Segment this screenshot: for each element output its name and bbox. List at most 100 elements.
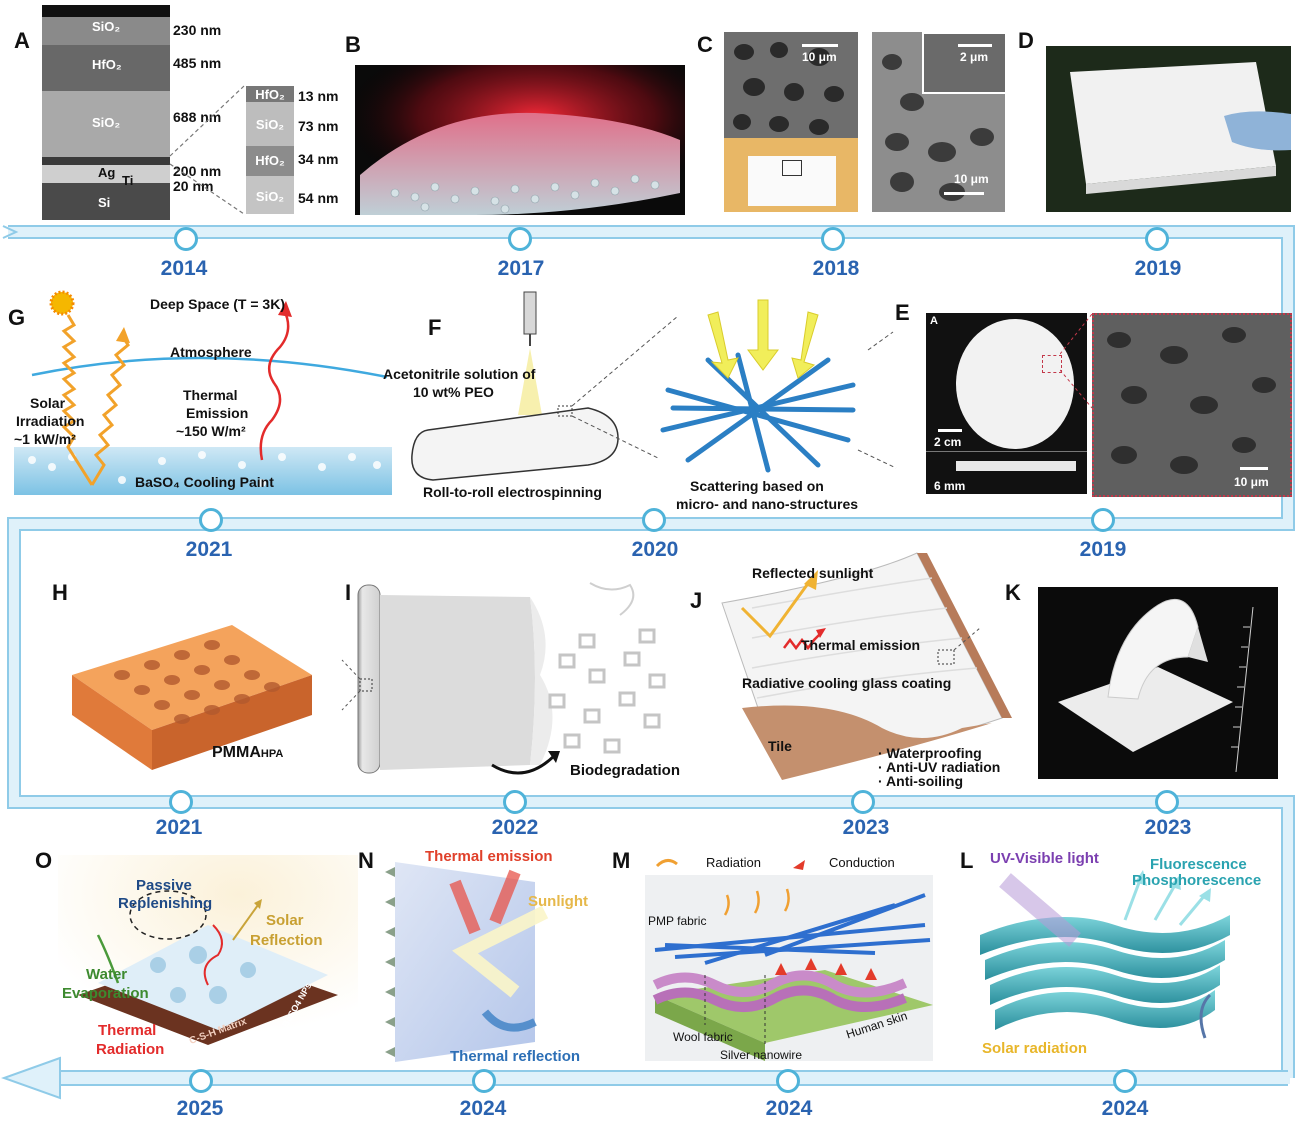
year-label: 2022 xyxy=(491,816,539,839)
scale-bar-label: 2 μm xyxy=(960,50,989,64)
scale-bar-label: 10 μm xyxy=(954,172,989,186)
timeline-node xyxy=(1091,508,1115,532)
deep-space-label: Deep Space (T = 3K) xyxy=(150,296,285,312)
panel-a-inset: HfO₂ SiO₂ HfO₂ SiO₂ xyxy=(246,86,294,214)
timeline-node xyxy=(174,227,198,251)
year-label: 2023 xyxy=(1144,816,1192,839)
scattering-label: micro- and nano-structures xyxy=(676,496,859,512)
year-label: 2024 xyxy=(459,1097,507,1120)
thermal-label: Thermal xyxy=(183,387,238,403)
panel-o-diagram xyxy=(58,855,358,1053)
water-evaporation-label: Evaporation xyxy=(62,985,149,1002)
thickness-label: 13 nm xyxy=(298,88,339,104)
timeline-node xyxy=(1113,1069,1137,1093)
panel-i-film xyxy=(341,582,666,775)
panel-m-diagram xyxy=(645,875,933,1061)
layer-label: SiO₂ xyxy=(92,115,121,130)
panel-c-photo xyxy=(724,138,858,212)
scale-bar-label: 10 μm xyxy=(1234,475,1269,489)
feature-item: · Anti-soiling xyxy=(878,773,964,789)
timeline-node xyxy=(189,1069,213,1093)
panel-k-photo xyxy=(1038,587,1278,779)
panel-label-g: G xyxy=(8,305,26,330)
panel-label-f: F xyxy=(428,315,442,340)
scale-bar-label: 10 μm xyxy=(802,50,837,64)
panel-n-diagram xyxy=(385,862,549,1062)
thermal-emission-label: Thermal emission xyxy=(801,637,921,653)
layer-label: SiO₂ xyxy=(255,189,285,204)
year-label: 2024 xyxy=(1101,1097,1149,1120)
panel-a-sem: SiO₂ HfO₂ SiO₂ Ag Ti Si xyxy=(42,5,170,220)
panel-g-diagram xyxy=(14,290,392,495)
sunlight-label: Sunlight xyxy=(528,893,588,910)
panel-e-sem: 10 μm xyxy=(1092,313,1292,497)
panel-label-o: O xyxy=(35,848,53,873)
coating-label: Radiative cooling glass coating xyxy=(742,675,952,691)
timeline-node xyxy=(472,1069,496,1093)
radiation-legend: Radiation xyxy=(706,855,761,870)
solar-reflection-label: Reflection xyxy=(250,932,323,949)
timeline-node xyxy=(776,1069,800,1093)
atmosphere-label: Atmosphere xyxy=(170,344,252,360)
pmma-name: PMMA xyxy=(212,744,261,761)
panel-f-diagram xyxy=(411,291,897,481)
feature-item: · Waterproofing xyxy=(878,745,982,761)
panel-l-diagram xyxy=(980,870,1230,1039)
panel-h-pmma xyxy=(72,625,312,770)
thermal-emission-label: Thermal emission xyxy=(425,848,553,865)
conduction-legend: Conduction xyxy=(829,855,895,870)
panel-c-sem-zoom: 2 μm 10 μm xyxy=(872,32,1005,212)
panel-label-h: H xyxy=(52,580,68,605)
uv-light-label: UV-Visible light xyxy=(990,850,1099,867)
thickness-label: 54 nm xyxy=(298,190,339,206)
panel-label-m: M xyxy=(612,848,631,873)
year-label: 2024 xyxy=(765,1097,813,1120)
r2r-label: Roll-to-roll electrospinning xyxy=(423,484,602,500)
thermal-label: Emission xyxy=(186,405,249,421)
solar-reflection-label: Solar xyxy=(266,912,304,929)
layer-label: Si xyxy=(98,195,111,210)
year-label: 2017 xyxy=(497,257,545,280)
thickness-label: 230 nm xyxy=(173,22,222,38)
thermal-reflection-label: Thermal reflection xyxy=(450,1048,581,1065)
fluorescence-label: Phosphorescence xyxy=(1132,872,1262,889)
thickness-label: 73 nm xyxy=(298,118,339,134)
thickness-label: 485 nm xyxy=(173,55,222,71)
thermal-radiation-label: Thermal xyxy=(98,1022,157,1039)
wool-fabric-label: Wool fabric xyxy=(673,1030,733,1044)
paint-label: BaSO₄ Cooling Paint xyxy=(135,474,274,490)
passive-label: Passive xyxy=(136,877,192,894)
fluorescence-label: Fluorescence xyxy=(1150,856,1247,873)
thermal-label: ~150 W/m² xyxy=(176,423,246,439)
layer-label: SiO₂ xyxy=(255,117,285,132)
layer-label: Ag xyxy=(98,165,116,180)
solar-radiation-label: Solar radiation xyxy=(982,1040,1088,1057)
year-label: 2025 xyxy=(176,1097,224,1120)
sub-label: A xyxy=(930,315,938,327)
panel-label-n: N xyxy=(358,848,374,873)
panel-label-a: A xyxy=(14,28,30,53)
layer-label: SiO₂ xyxy=(92,19,121,34)
pmma-subscript: HPA xyxy=(260,748,284,760)
silver-nanowire-label: Silver nanowire xyxy=(720,1048,803,1062)
timeline-node xyxy=(642,508,666,532)
timeline-node xyxy=(851,790,875,814)
timeline-node xyxy=(1155,790,1179,814)
timeline-node xyxy=(169,790,193,814)
passive-label: Replenishing xyxy=(118,895,213,912)
timeline-node xyxy=(199,508,223,532)
year-label: 2018 xyxy=(812,257,860,280)
year-label: 2023 xyxy=(842,816,890,839)
panel-d-photo xyxy=(1046,46,1291,212)
year-label: 2021 xyxy=(185,538,233,561)
thickness-label: 200 nm xyxy=(173,163,222,179)
panel-label-i: I xyxy=(345,580,352,605)
panel-j-coating xyxy=(721,552,1012,780)
thermal-radiation-label: Radiation xyxy=(96,1041,165,1058)
solution-label: Acetonitrile solution of xyxy=(383,366,536,382)
layer-label: HfO₂ xyxy=(255,153,285,168)
zoom-lines xyxy=(1060,313,1093,409)
water-evaporation-label: Water xyxy=(86,966,128,983)
thickness-label: 688 nm xyxy=(173,109,222,125)
